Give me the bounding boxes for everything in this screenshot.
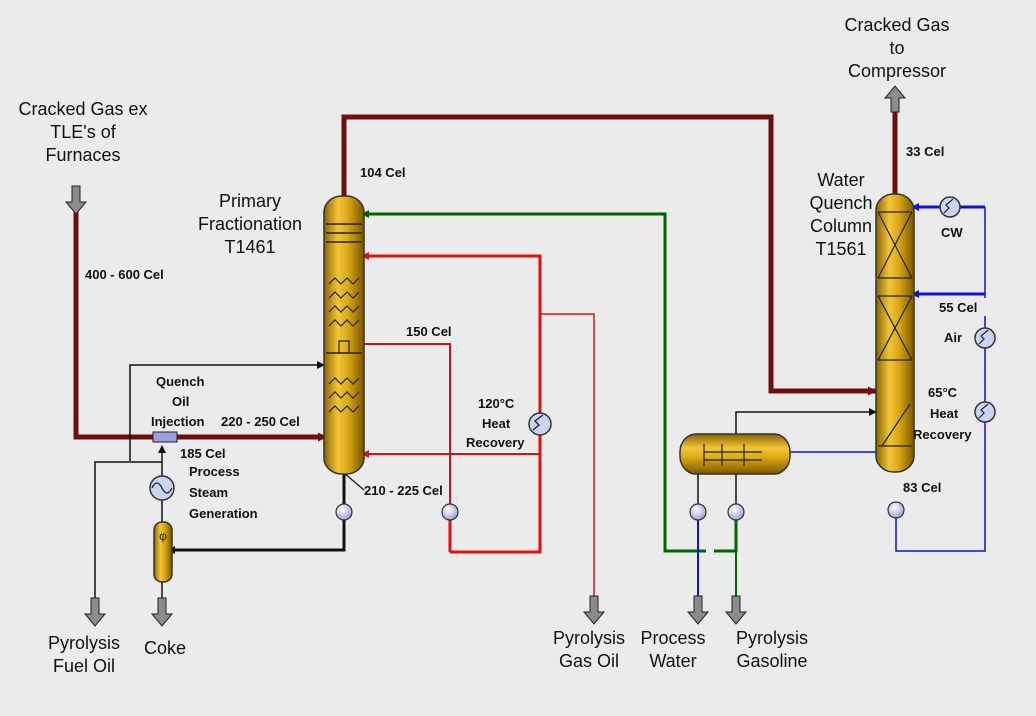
gasoline-reflux-line [361, 210, 738, 598]
feed-temp: 400 - 600 Cel [85, 267, 164, 282]
outlet-down-arrow-icon [582, 595, 606, 625]
steam-label: Steam [189, 485, 228, 500]
quench-label: Injection [151, 414, 205, 429]
wq-title: Column [810, 216, 872, 236]
pump-icon [887, 501, 905, 519]
output-coke: Coke [144, 638, 186, 658]
output-pyrolysis-gasoline: Gasoline [736, 651, 807, 671]
output-process-water: Process [640, 628, 705, 648]
steam-temp: 185 Cel [180, 446, 226, 461]
pf-mid-temp: 150 Cel [406, 324, 452, 339]
separator-drum [679, 433, 791, 475]
feed-title: Furnaces [45, 145, 120, 165]
pf-top-temp: 104 Cel [360, 165, 406, 180]
heat-exchanger-icon [528, 412, 552, 436]
cw-label: CW [941, 225, 963, 240]
wq-55-temp: 55 Cel [939, 300, 977, 315]
pump-icon [689, 503, 707, 521]
outlet-down-arrow-icon [150, 597, 174, 627]
wq-heat-exchanger-icon [974, 401, 996, 423]
inlet-arrow-icon [64, 185, 88, 215]
air-cooler-icon [974, 327, 996, 349]
cw-exchanger-icon [939, 196, 961, 218]
hr-temp: 120°C [478, 396, 515, 411]
pump-icon [335, 503, 353, 521]
cg-compressor-title: Cracked Gas [844, 15, 949, 35]
outlet-down-arrow-icon [686, 595, 710, 625]
outlet-up-arrow-icon [883, 85, 907, 113]
pump-icon [727, 503, 745, 521]
coke-filter: φ [153, 521, 173, 583]
wq-65-temp: 65°C [928, 385, 958, 400]
overhead-gas-line [341, 114, 877, 396]
heat-recovery-loop [361, 252, 595, 598]
quench-oil-injector [152, 431, 178, 443]
wq-title: T1561 [815, 239, 866, 259]
output-pyrolysis-fuel-oil: Fuel Oil [53, 656, 115, 676]
labels: Cracked Gas ex TLE's of Furnaces 400 - 6… [18, 15, 977, 676]
flow-arrow-icons [64, 85, 907, 627]
quench-oil-lines [94, 361, 877, 600]
quench-label: Oil [172, 394, 189, 409]
pump-icon [441, 503, 459, 521]
cg-compressor-title: to [889, 38, 904, 58]
outlet-down-arrow-icon [83, 597, 107, 627]
output-process-water: Water [649, 651, 696, 671]
wq-title: Water [817, 170, 864, 190]
pumps [335, 501, 905, 521]
outlet-down-arrow-icon [724, 595, 748, 625]
pf-bottom-temp: 210 - 225 Cel [364, 483, 443, 498]
pf-title: Fractionation [198, 214, 302, 234]
wq-bottom-temp: 83 Cel [903, 480, 941, 495]
wq-hr-label: Heat [930, 406, 959, 421]
water-circuit [697, 203, 986, 598]
steam-label: Process [189, 464, 240, 479]
output-pyrolysis-gas-oil: Gas Oil [559, 651, 619, 671]
pf-title: T1461 [224, 237, 275, 257]
feed-title: TLE's of [50, 122, 116, 142]
svg-text:φ: φ [159, 529, 167, 543]
pf-title: Primary [219, 191, 281, 211]
quench-label: Quench [156, 374, 204, 389]
wq-hr-label: Recovery [913, 427, 972, 442]
wq-title: Quench [809, 193, 872, 213]
hr-label: Recovery [466, 435, 525, 450]
steam-label: Generation [189, 506, 258, 521]
cracked-gas-feed-line [73, 210, 327, 442]
output-pyrolysis-gas-oil: Pyrolysis [553, 628, 625, 648]
wq-top-temp: 33 Cel [906, 144, 944, 159]
output-pyrolysis-fuel-oil: Pyrolysis [48, 633, 120, 653]
feed-title: Cracked Gas ex [18, 99, 147, 119]
quench-temp: 220 - 250 Cel [221, 414, 300, 429]
output-pyrolysis-gasoline: Pyrolysis [736, 628, 808, 648]
water-quench-column [875, 193, 915, 473]
primary-fractionation-column [323, 195, 365, 475]
cg-compressor-title: Compressor [848, 61, 946, 81]
air-label: Air [944, 330, 962, 345]
hr-label: Heat [482, 416, 511, 431]
steam-generator-icon [149, 475, 175, 501]
